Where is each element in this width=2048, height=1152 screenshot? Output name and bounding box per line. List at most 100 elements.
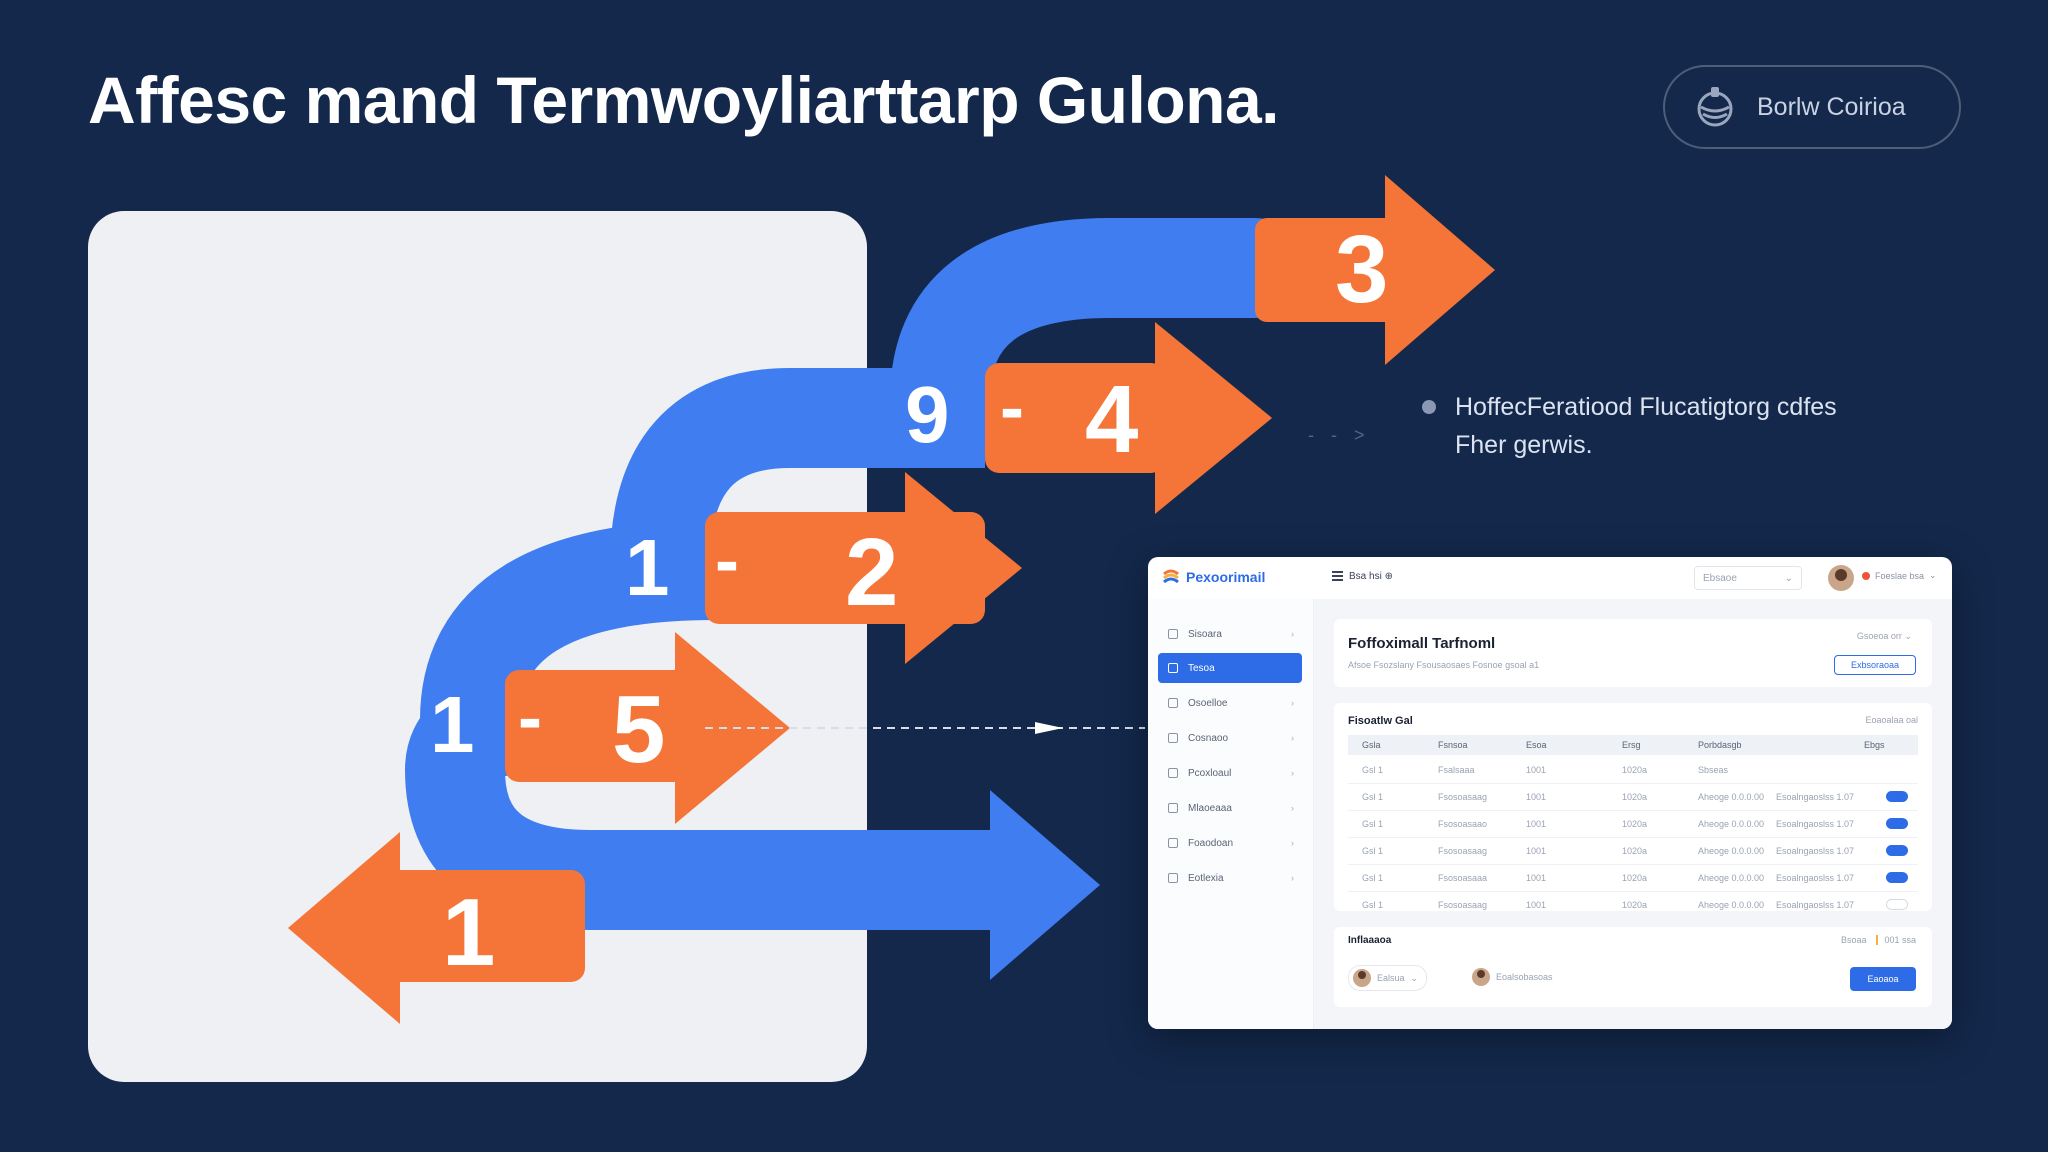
card-filter-label: Gsoeoa orr: [1856, 631, 1902, 641]
user-chip-label: Eoalsobasoas: [1496, 972, 1553, 982]
chevron-right-icon: ›: [1291, 873, 1294, 883]
page-title: Affesc mand Termwoyliarttarp Gulona.: [88, 63, 1280, 137]
hamburger-icon: [1332, 569, 1343, 583]
avatar: [1353, 969, 1371, 987]
column-header[interactable]: Fsnsoa: [1438, 740, 1468, 750]
row-toggle[interactable]: [1886, 818, 1908, 829]
column-header[interactable]: Porbdasgb: [1698, 740, 1742, 750]
sidebar-item-3[interactable]: Osoelloe›: [1158, 688, 1302, 718]
top-select[interactable]: Ebsaoe ⌄: [1694, 566, 1802, 590]
chevron-down-icon: ⌄: [1410, 972, 1419, 983]
table-cell: 1020a: [1622, 846, 1648, 856]
sidebar-item-4[interactable]: Cosnaoo›: [1158, 723, 1302, 753]
card-subtitle: Afsoe Fsozslany Fsousaosaes Fosnoe gsoal…: [1348, 660, 1540, 670]
sidebar-label: Sisoara: [1188, 628, 1222, 640]
sidebar-label: Osoelloe: [1188, 697, 1228, 709]
sidebar-item-8[interactable]: Eotlexia›: [1158, 863, 1302, 893]
user-menu[interactable]: Foeslae bsa ⌄: [1862, 570, 1937, 581]
card-action-button[interactable]: Exbsoraoaa: [1834, 655, 1916, 675]
table-title: Fisoatlw Gal: [1348, 715, 1413, 727]
grid-icon: [1168, 663, 1178, 673]
column-header[interactable]: Ebgs: [1864, 740, 1885, 750]
table-cell: Gsl 1: [1362, 873, 1384, 883]
table-cell: Esoalngaoslss 1.07: [1776, 873, 1855, 883]
table-cell: 1020a: [1622, 765, 1648, 775]
avatar[interactable]: [1828, 565, 1854, 591]
menu-label: Bsa hsi ⊕: [1349, 570, 1393, 582]
column-header[interactable]: Esoa: [1526, 740, 1547, 750]
chevron-right-icon: ›: [1291, 629, 1294, 639]
table-cell: 1020a: [1622, 819, 1648, 829]
dashboard-brand[interactable]: Pexoorimail: [1162, 568, 1265, 586]
chevron-right-icon: ›: [1291, 803, 1294, 813]
footer-submit-button[interactable]: Eaoaoa: [1850, 967, 1916, 991]
arrow-number-3: 3: [1335, 216, 1388, 323]
globe-icon: [1697, 87, 1733, 127]
table-cell: Gsl 1: [1362, 819, 1384, 829]
sidebar-item-6[interactable]: Mlaoeaaa›: [1158, 793, 1302, 823]
table-row[interactable]: Gsl 1 Fsalsaaa 1001 1020a Sbseas: [1348, 756, 1918, 784]
note-line-1: HoffecFeratiood Flucatigtorg cdfes: [1455, 393, 1837, 421]
bullet-icon: [1422, 400, 1436, 414]
orange-arrow-left: [288, 832, 585, 1024]
avatar: [1472, 968, 1490, 986]
table-card: Fisoatlw Gal Eoaoalaa oal Gsla Fsnsoa Es…: [1334, 703, 1932, 911]
table-header: Gsla Fsnsoa Esoa Ersg Porbdasgb Ebgs: [1348, 735, 1918, 755]
dashboard-topbar: Pexoorimail Bsa hsi ⊕ Ebsaoe ⌄ Foeslae b…: [1148, 557, 1952, 600]
header-pill-button[interactable]: Borlw Coirioa: [1663, 65, 1961, 149]
table-row[interactable]: Gsl 1 Fsosoasaag 1001 1020a Aheoge 0.0.0…: [1348, 783, 1918, 811]
table-row[interactable]: Gsl 1 Fsosoasaag 1001 1020a Aheoge 0.0.0…: [1348, 837, 1918, 865]
row-toggle[interactable]: [1886, 872, 1908, 883]
doc-icon: [1168, 873, 1178, 883]
orange-arrow-3: [1255, 175, 1495, 365]
bag-icon: [1168, 838, 1178, 848]
table-cell: Fsosoasaao: [1438, 819, 1488, 829]
sidebar-item-5[interactable]: Pcoxloaul›: [1158, 758, 1302, 788]
file-icon: [1168, 698, 1178, 708]
sidebar-item-7[interactable]: Foaodoan ›: [1158, 828, 1302, 858]
arrow-number-1a: 1: [625, 523, 670, 612]
row-toggle[interactable]: [1886, 845, 1908, 856]
dashboard-window: Pexoorimail Bsa hsi ⊕ Ebsaoe ⌄ Foeslae b…: [1148, 557, 1952, 1029]
menu-button[interactable]: Bsa hsi ⊕: [1332, 569, 1393, 583]
table-row[interactable]: Gsl 1 Fsosoasaag 1001 1020a Aheoge 0.0.0…: [1348, 891, 1918, 918]
column-header[interactable]: Gsla: [1362, 740, 1381, 750]
user-chip[interactable]: Eoalsobasoas: [1468, 965, 1561, 989]
note-text: HoffecFeratiood Flucatigtorg cdfes Fher …: [1422, 388, 1925, 464]
arrow-number-4: 4: [1085, 366, 1138, 473]
user-chip[interactable]: Ealsua ⌄: [1348, 965, 1428, 991]
header-pill-label: Borlw Coirioa: [1757, 92, 1906, 121]
table-cell: Sbseas: [1698, 765, 1729, 775]
footer-meta-b: 001 ssa: [1876, 935, 1916, 945]
notification-icon: [1862, 571, 1870, 580]
row-toggle[interactable]: [1886, 899, 1908, 910]
sidebar-item-1[interactable]: Sisoara ›: [1158, 619, 1302, 649]
arrow-number-1b: 1: [430, 680, 475, 769]
table-cell: 1001: [1526, 900, 1547, 910]
table-row[interactable]: Gsl 1 Fsosoasaao 1001 1020a Aheoge 0.0.0…: [1348, 810, 1918, 838]
mail-icon: [1168, 803, 1178, 813]
chevron-right-icon: ›: [1291, 768, 1294, 778]
settings-icon: [1168, 768, 1178, 778]
arrow-number-5: 5: [612, 676, 665, 783]
blue-band-top: [890, 218, 1305, 450]
table-cell: Fsalsaaa: [1438, 765, 1475, 775]
table-cell: Gsl 1: [1362, 900, 1384, 910]
card-filter[interactable]: Gsoeoa orr ⌄: [1857, 631, 1912, 642]
table-cell: Gsl 1: [1362, 765, 1384, 775]
sidebar-label: Foaodoan: [1188, 837, 1234, 849]
footer-card: Inflaaaoa Bsoaa 001 ssa Ealsua ⌄ Eoalsob…: [1334, 927, 1932, 1007]
chevron-right-icon: ›: [1291, 838, 1294, 848]
table-cell: Fsosoasaaa: [1438, 873, 1488, 883]
chart-icon: [1168, 733, 1178, 743]
sidebar-item-2[interactable]: Tesoa: [1158, 653, 1302, 683]
column-header[interactable]: Ersg: [1622, 740, 1641, 750]
orange-arrow-2: [705, 472, 1022, 664]
table-filter[interactable]: Eoaoalaa oal: [1865, 715, 1918, 725]
home-icon: [1168, 629, 1178, 639]
table-cell: Gsl 1: [1362, 846, 1384, 856]
brand-label: Pexoorimail: [1186, 569, 1266, 585]
table-row[interactable]: Gsl 1 Fsosoasaaa 1001 1020a Aheoge 0.0.0…: [1348, 864, 1918, 892]
row-toggle[interactable]: [1886, 791, 1908, 802]
table-cell: 1020a: [1622, 900, 1648, 910]
